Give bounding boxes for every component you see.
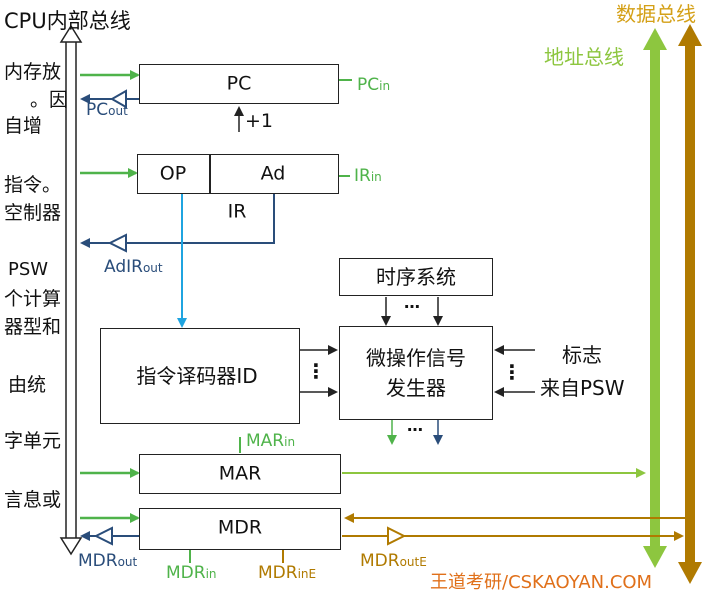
timing-dots: … xyxy=(404,293,420,312)
left-fragment: 言息或 xyxy=(4,489,62,511)
ir-op-label: OP xyxy=(159,162,187,185)
ir-divider xyxy=(209,154,211,194)
mdr-out-e-signal: MDRoutE xyxy=(360,551,427,571)
mar-in-signal: MARin xyxy=(246,431,296,451)
left-fragment: 由统 xyxy=(8,374,47,396)
micro-op-generator-label-1: 微操作信号 xyxy=(366,346,466,370)
pc-out-path xyxy=(109,89,139,109)
watermark: 王道考研/CSKAOYAN.COM xyxy=(430,572,653,593)
left-fragment: 指令。 xyxy=(4,174,62,196)
instruction-decoder-label: 指令译码器ID xyxy=(136,364,258,388)
pc-in-signal: PCin xyxy=(357,75,391,95)
pc-out-signal: PCout xyxy=(86,100,128,120)
mdr-register xyxy=(139,508,341,550)
decoder-dots: ⋮ xyxy=(306,359,326,383)
timing-system xyxy=(339,258,493,296)
output-dots: … xyxy=(407,416,423,435)
micro-op-generator xyxy=(339,326,493,420)
address-bus-bar xyxy=(643,28,667,568)
ir-in-signal: IRin xyxy=(354,166,382,186)
pc-register-label: PC xyxy=(226,72,252,95)
flag-dots: ⋮ xyxy=(502,360,522,384)
left-fragment: 内存放 xyxy=(4,61,62,83)
adir-out-signal: AdIRout xyxy=(104,257,163,277)
data-bus-label: 数据总线 xyxy=(616,2,696,26)
ir-register xyxy=(137,154,339,194)
psw-source-label: 来自PSW xyxy=(540,376,625,400)
adir-out-path xyxy=(126,194,275,244)
plus-one-label: +1 xyxy=(245,110,274,132)
cpu-internal-bus xyxy=(59,24,83,556)
left-fragment: PSW xyxy=(8,259,49,280)
ir-ad-label: Ad xyxy=(260,162,286,185)
flags-label: 标志 xyxy=(562,343,602,367)
mar-register xyxy=(139,454,341,494)
instruction-decoder xyxy=(100,328,300,424)
data-bus-bar xyxy=(678,24,702,584)
mdr-out-signal: MDRout xyxy=(78,551,138,571)
left-fragment: 字单元 xyxy=(4,430,62,452)
timing-system-label: 时序系统 xyxy=(376,265,456,289)
pc-register xyxy=(139,64,339,104)
left-fragment: 个计算 xyxy=(4,288,62,310)
mdr-register-label: MDR xyxy=(217,516,263,539)
micro-op-generator-label-2: 发生器 xyxy=(386,376,446,400)
mdr-in-e-signal: MDRinE xyxy=(258,563,317,583)
mdr-out-path xyxy=(93,526,139,546)
left-fragment: 。因 xyxy=(30,89,69,111)
left-fragment: 空制器 xyxy=(4,202,62,224)
left-fragment: 自增 xyxy=(4,115,43,137)
mar-register-label: MAR xyxy=(218,462,262,485)
cpu-internal-bus-label: CPU内部总线 xyxy=(4,9,131,33)
mdr-in-signal: MDRin xyxy=(166,563,217,583)
left-fragment: 器型和 xyxy=(4,316,62,338)
address-bus-label: 地址总线 xyxy=(544,45,624,69)
ir-label: IR xyxy=(227,200,247,223)
